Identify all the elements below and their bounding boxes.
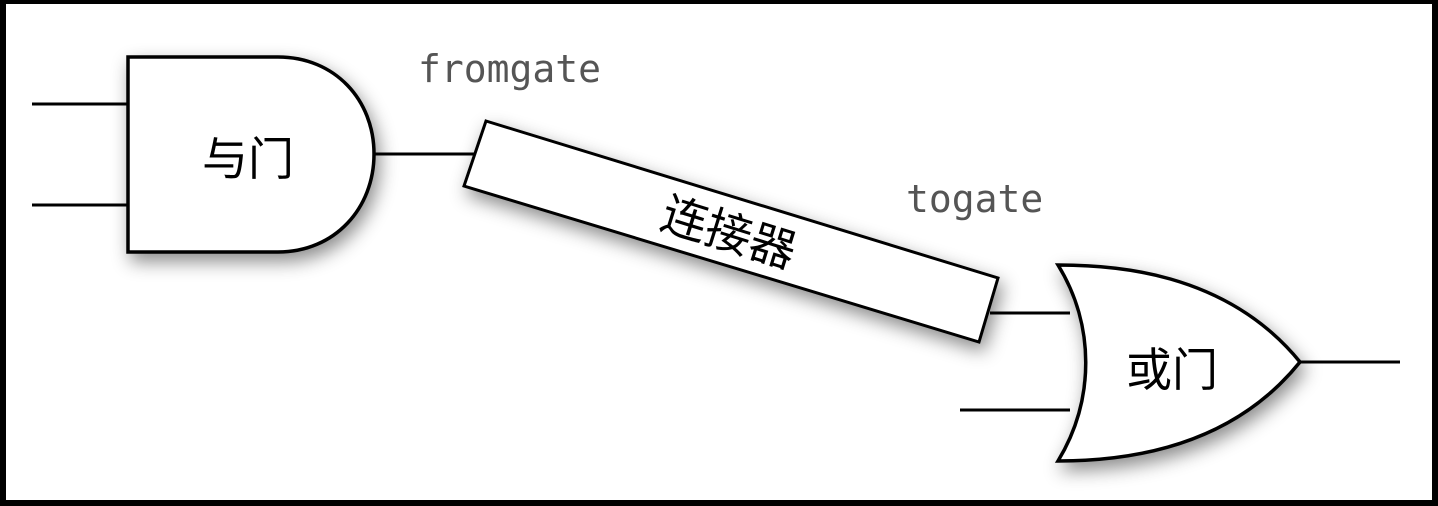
togate-label: togate: [906, 177, 1043, 221]
or-gate-label: 或门: [1126, 343, 1218, 397]
and-gate: [126, 55, 376, 254]
and-gate-shape: [126, 55, 376, 254]
fromgate-label: fromgate: [418, 47, 601, 91]
or-gate: [1054, 263, 1303, 463]
and-gate-label: 与门: [202, 132, 294, 186]
connector-shape: [462, 119, 1000, 344]
or-gate-shape: [1054, 263, 1303, 463]
connector: [462, 119, 1000, 344]
